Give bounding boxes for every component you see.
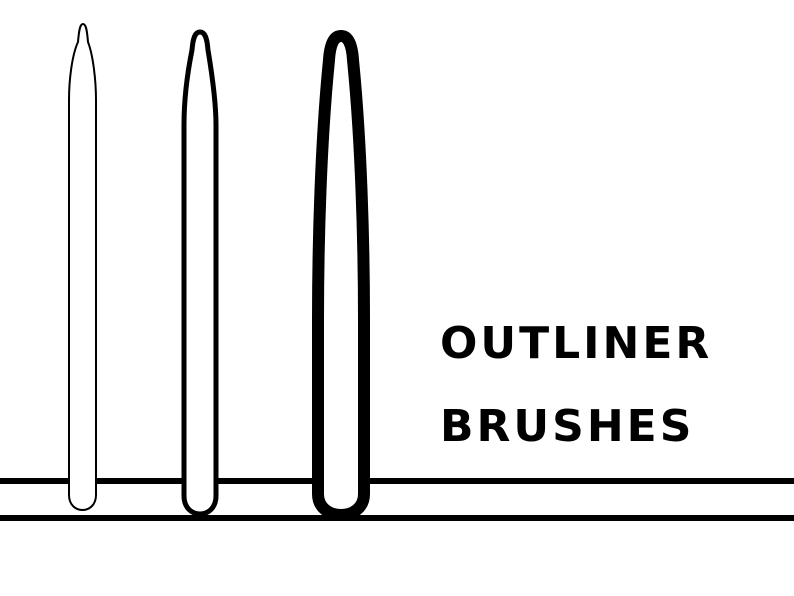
thin-brush-stroke xyxy=(68,22,97,511)
medium-brush-stroke xyxy=(181,29,219,517)
title-line-1: OUTLINER xyxy=(440,318,713,369)
title-line-2: BRUSHES xyxy=(440,401,695,452)
thick-brush-stroke xyxy=(312,29,370,521)
